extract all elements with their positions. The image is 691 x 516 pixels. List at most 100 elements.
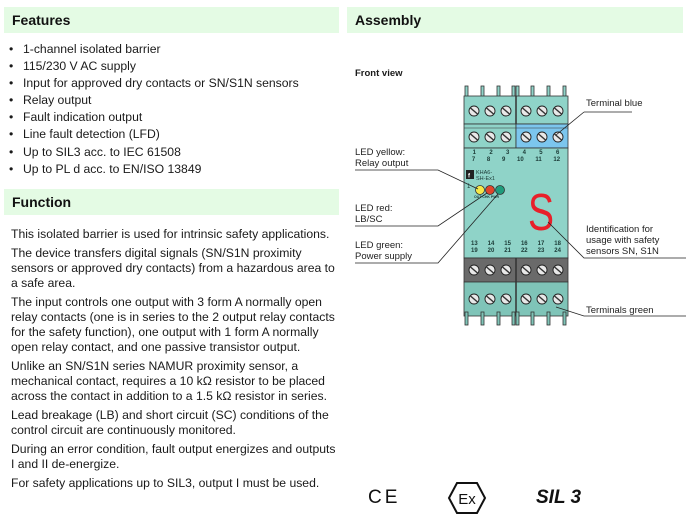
callout-terminals-green: Terminals green	[586, 305, 654, 316]
terminal-number: 8	[486, 157, 491, 163]
screw-slot	[502, 295, 510, 303]
function-paragraph: The input controls one output with 3 for…	[11, 295, 335, 354]
screw-slot	[470, 107, 478, 115]
function-title: Function	[12, 194, 72, 210]
callout-led-yellow-desc: Relay output	[355, 158, 409, 169]
screw-slot	[470, 295, 478, 303]
terminal-number: 22	[520, 248, 528, 254]
features-header: Features	[4, 7, 339, 33]
terminal-number: 13	[470, 241, 478, 247]
assembly-header: Assembly	[347, 7, 683, 33]
bottom-terminal-pins	[464, 311, 567, 326]
features-list: •1-channel isolated barrier •115/230 V A…	[9, 41, 299, 178]
screw-slot	[486, 266, 494, 274]
terminal-number: 17	[537, 241, 545, 247]
assembly-title: Assembly	[355, 12, 422, 28]
screw-slot	[486, 107, 494, 115]
bullet-icon: •	[9, 144, 14, 159]
function-paragraph: Lead breakage (LB) and short circuit (SC…	[11, 408, 329, 437]
manufacturer-logo-icon	[466, 170, 474, 179]
terminal-number: 16	[520, 241, 528, 247]
terminal-number: 10	[516, 157, 524, 163]
function-header: Function	[4, 189, 339, 215]
ce-mark-icon: CE	[368, 487, 401, 508]
screw-slot	[522, 133, 530, 141]
led-green	[495, 185, 505, 195]
terminal-number: 23	[537, 248, 545, 254]
screw-slot	[470, 133, 478, 141]
terminal-number: 7	[471, 157, 476, 163]
bullet-icon: •	[9, 161, 14, 176]
terminal-number: 12	[553, 157, 561, 163]
screw-slot	[554, 107, 562, 115]
features-title: Features	[12, 12, 71, 28]
feature-item: •Input for approved dry contacts or SN/S…	[9, 75, 299, 92]
screw-slot	[538, 266, 546, 274]
screw-slot	[522, 295, 530, 303]
screw-slot	[486, 133, 494, 141]
function-paragraph: During an error condition, fault output …	[11, 442, 336, 471]
callout-lines	[355, 111, 686, 317]
safety-identification-mark: S	[528, 182, 554, 241]
led-yellow	[475, 185, 485, 195]
feature-item: •Up to SIL3 acc. to IEC 61508	[9, 144, 299, 161]
function-paragraph: The device transfers digital signals (SN…	[11, 246, 335, 290]
terminal-number: 19	[470, 248, 478, 254]
terminal-number: 5	[539, 150, 543, 156]
screw-slot	[554, 133, 562, 141]
bullet-icon: •	[9, 76, 14, 91]
screw-slot	[538, 133, 546, 141]
terminal-screws	[468, 105, 564, 305]
callout-terminal-blue: Terminal blue	[586, 98, 643, 109]
ex-text: Ex	[458, 491, 476, 508]
bullet-icon: •	[9, 42, 14, 56]
screw-slot	[554, 266, 562, 274]
svg-text:f: f	[468, 174, 471, 180]
screw-slot	[502, 133, 510, 141]
feature-item: •Fault indication output	[9, 109, 299, 126]
terminal-number: 9	[501, 157, 506, 163]
ex-hexagon-icon: Ex	[447, 482, 487, 514]
screw-slot	[522, 107, 530, 115]
device-housing	[463, 147, 569, 259]
callout-led-red-desc: LB/SC	[355, 214, 383, 225]
feature-item: •115/230 V AC supply	[9, 58, 299, 75]
bullet-icon: •	[9, 93, 14, 108]
screw-slot	[486, 295, 494, 303]
feature-item: •1-channel isolated barrier	[9, 41, 299, 58]
bullet-icon: •	[9, 110, 14, 125]
function-paragraph: For safety applications up to SIL3, outp…	[11, 476, 320, 490]
terminal-number: 11	[535, 157, 542, 163]
callout-led-green-desc: Power supply	[355, 251, 413, 262]
terminal-number: 6	[555, 150, 560, 156]
led-labels: OUT CHK PWR	[474, 195, 500, 199]
function-body: This isolated barrier is used for intrin…	[11, 227, 341, 495]
callout-led-green-title: LED green:	[355, 240, 404, 251]
callout-identification-2: usage with safety	[586, 235, 660, 246]
bullet-icon: •	[9, 127, 14, 142]
screw-slot	[522, 266, 530, 274]
feature-item: •Line fault detection (LFD)	[9, 126, 299, 143]
terminal-number: 21	[504, 248, 511, 254]
terminal-number: 3	[505, 150, 510, 156]
terminal-number: 1	[472, 150, 476, 156]
led-red	[485, 185, 495, 195]
callout-led-red-title: LED red:	[355, 203, 393, 214]
terminal-number: 15	[504, 241, 511, 247]
screw-slot	[502, 107, 510, 115]
callout-identification-1: Identification for	[586, 224, 654, 235]
screw-slot	[470, 266, 478, 274]
channel-number: 1	[467, 184, 471, 190]
function-paragraph: Unlike an SN/S1N series NAMUR proximity …	[11, 359, 327, 403]
device-model-label: KHA6-SH-Ex1	[476, 170, 495, 182]
function-paragraph: This isolated barrier is used for intrin…	[11, 227, 330, 241]
callout-led-yellow-title: LED yellow:	[355, 147, 406, 158]
sil3-mark: SIL 3	[536, 487, 582, 508]
terminal-number: 18	[554, 241, 561, 247]
front-view-label: Front view	[355, 68, 403, 79]
terminal-number: 24	[554, 248, 561, 254]
bullet-icon: •	[9, 59, 14, 74]
